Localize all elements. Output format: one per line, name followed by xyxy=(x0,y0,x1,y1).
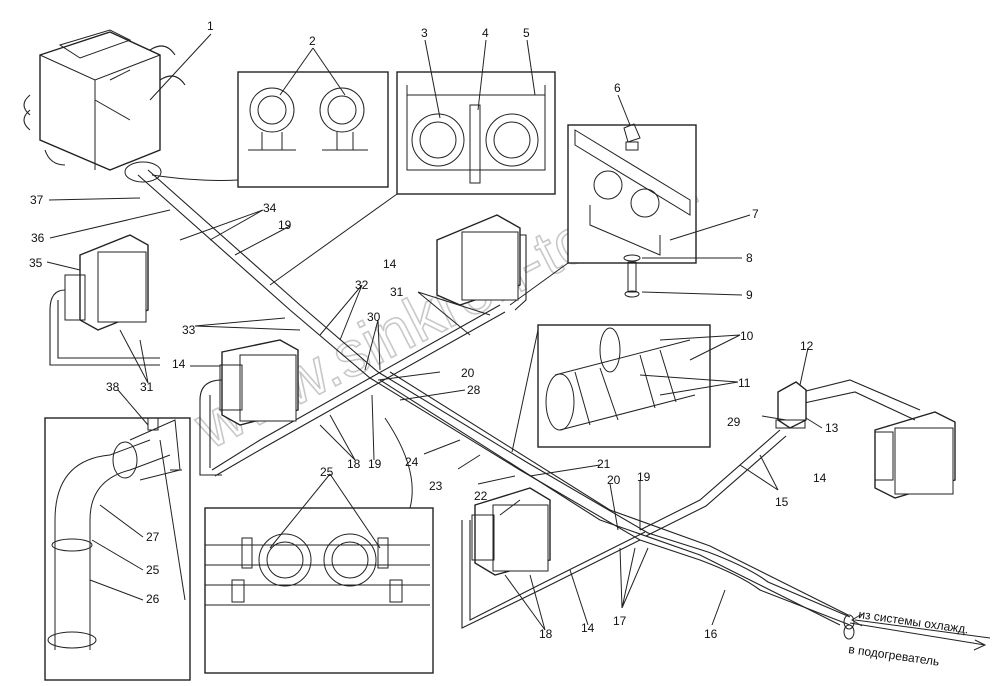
inset-hose-clamps-10-11 xyxy=(511,324,711,453)
label-11: 11 xyxy=(738,376,751,390)
bolt-8-9 xyxy=(623,254,641,298)
label-38: 38 xyxy=(106,380,120,394)
label-16: 16 xyxy=(704,627,718,641)
io-arrows xyxy=(843,613,991,651)
label-19a: 19 xyxy=(278,218,292,232)
label-36: 36 xyxy=(31,231,45,245)
label-8: 8 xyxy=(746,251,753,265)
callout-labels: 1 2 3 4 5 6 7 8 9 10 11 12 13 14 14 14 1… xyxy=(29,19,839,641)
label-22: 22 xyxy=(474,489,488,503)
label-30: 30 xyxy=(367,310,381,324)
label-19c: 19 xyxy=(637,470,651,484)
label-12: 12 xyxy=(800,339,814,353)
bracket-12-13 xyxy=(775,381,807,429)
label-14d: 14 xyxy=(581,621,595,635)
label-37: 37 xyxy=(30,193,44,207)
label-7: 7 xyxy=(752,207,759,221)
label-13: 13 xyxy=(825,421,839,435)
label-33: 33 xyxy=(182,323,196,337)
label-20a: 20 xyxy=(461,366,475,380)
inset-bracket-3-5 xyxy=(269,71,556,286)
label-15: 15 xyxy=(775,495,789,509)
label-34: 34 xyxy=(263,201,277,215)
label-28: 28 xyxy=(467,383,481,397)
inset-elbow-25-27 xyxy=(44,417,191,681)
label-25b: 25 xyxy=(146,563,160,577)
label-35: 35 xyxy=(29,256,43,270)
label-21: 21 xyxy=(597,457,611,471)
caption-from-cooling: из системы охлажд. xyxy=(858,607,970,636)
label-29: 29 xyxy=(727,415,741,429)
label-25a: 25 xyxy=(320,465,334,479)
label-18a: 18 xyxy=(347,457,361,471)
label-2: 2 xyxy=(309,34,316,48)
fitting-6 xyxy=(623,123,641,151)
label-3: 3 xyxy=(421,26,428,40)
label-32: 32 xyxy=(355,278,369,292)
caption-to-heater: в подогреватель xyxy=(848,642,941,669)
label-14b: 14 xyxy=(172,357,186,371)
heater-14-mid xyxy=(199,339,299,476)
label-31a: 31 xyxy=(390,285,404,299)
label-26: 26 xyxy=(146,592,160,606)
leader-lines xyxy=(46,33,823,631)
label-9: 9 xyxy=(746,288,753,302)
label-6: 6 xyxy=(614,81,621,95)
label-18b: 18 xyxy=(539,627,553,641)
label-1: 1 xyxy=(207,19,214,33)
inset-bracket-6-9 xyxy=(509,124,697,306)
label-19b: 19 xyxy=(368,457,382,471)
label-27: 27 xyxy=(146,530,160,544)
label-5: 5 xyxy=(523,26,530,40)
label-17: 17 xyxy=(613,614,627,628)
label-23: 23 xyxy=(429,479,443,493)
label-4: 4 xyxy=(482,26,489,40)
label-31b: 31 xyxy=(140,380,154,394)
label-24: 24 xyxy=(405,455,419,469)
label-20b: 20 xyxy=(607,473,621,487)
heater-35 xyxy=(49,234,160,366)
inset-clamps-2 xyxy=(151,71,389,188)
heater-14-right xyxy=(789,379,956,499)
label-14a: 14 xyxy=(383,257,397,271)
heater-14-top xyxy=(436,214,527,311)
label-14c: 14 xyxy=(813,471,827,485)
inset-clamps-25 xyxy=(204,417,434,674)
main-pipes xyxy=(137,169,851,629)
heater-14-bottom xyxy=(471,487,551,576)
label-10: 10 xyxy=(740,329,754,343)
expansion-tank xyxy=(23,29,186,183)
